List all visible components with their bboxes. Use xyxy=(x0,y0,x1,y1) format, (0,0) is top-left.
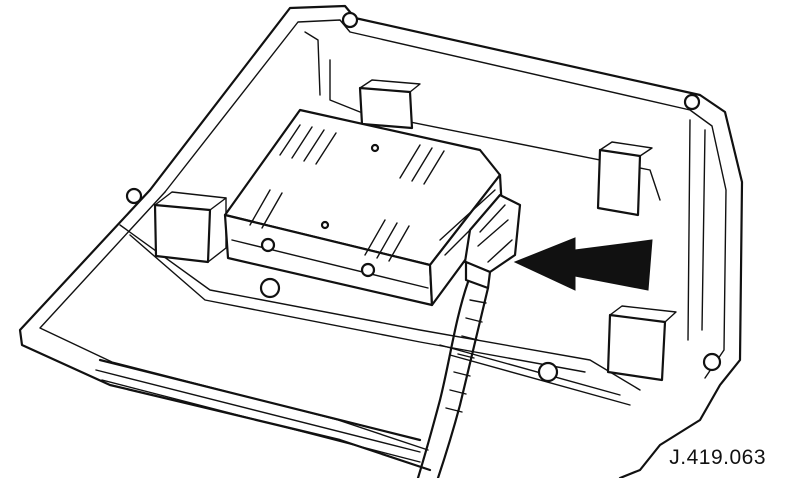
control-module xyxy=(223,108,559,383)
wiring-harness xyxy=(416,280,490,478)
pointer-arrow xyxy=(513,237,653,291)
corner-bosses xyxy=(153,79,677,382)
rim-mounting-holes xyxy=(125,11,722,372)
housing-tray xyxy=(18,4,744,478)
harness-connector xyxy=(463,193,522,290)
figure-reference-code: J.419.063 xyxy=(669,446,766,469)
